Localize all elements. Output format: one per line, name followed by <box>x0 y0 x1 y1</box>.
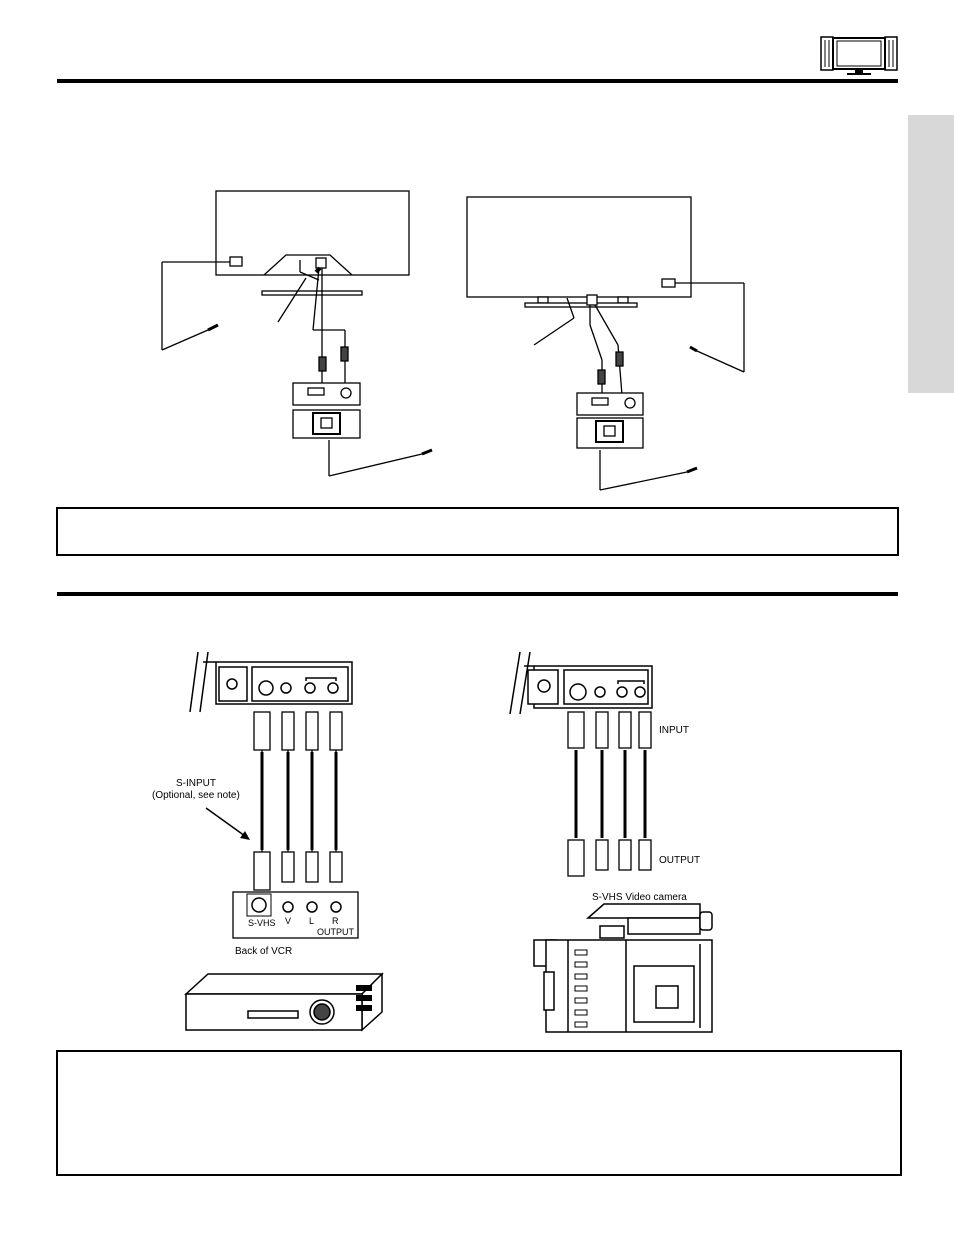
vcr-l-label: L <box>309 916 315 926</box>
flat-panel-tv-icon <box>820 36 898 75</box>
vcr-v-label: V <box>285 916 292 926</box>
power-connection-diagram <box>161 190 745 491</box>
camera-output-label: OUTPUT <box>659 855 701 866</box>
note-box-bottom <box>56 1050 902 1176</box>
section-rule <box>57 592 898 596</box>
vcr-output-label: OUTPUT <box>317 927 354 937</box>
vcr-r-label: R <box>332 916 339 926</box>
tv-left-illustration <box>161 190 433 477</box>
note-box-top <box>56 507 899 556</box>
vcr-s-vhs-label: S-VHS <box>248 918 276 928</box>
vcr-illustration <box>184 972 384 1032</box>
side-section-tab <box>908 115 954 393</box>
s-input-note: (Optional, see note) <box>152 790 240 801</box>
camera-input-label: INPUT <box>659 725 689 736</box>
vcr-connection-diagram <box>184 651 384 1032</box>
video-camera-illustration <box>533 903 713 1033</box>
s-input-label: S-INPUT <box>176 778 216 789</box>
camera-label: S-VHS Video camera <box>592 892 687 903</box>
header-rule <box>57 79 898 83</box>
tv-right-illustration <box>466 196 745 491</box>
camera-connection-diagram <box>509 651 713 1033</box>
back-of-vcr-label: Back of VCR <box>235 946 293 957</box>
